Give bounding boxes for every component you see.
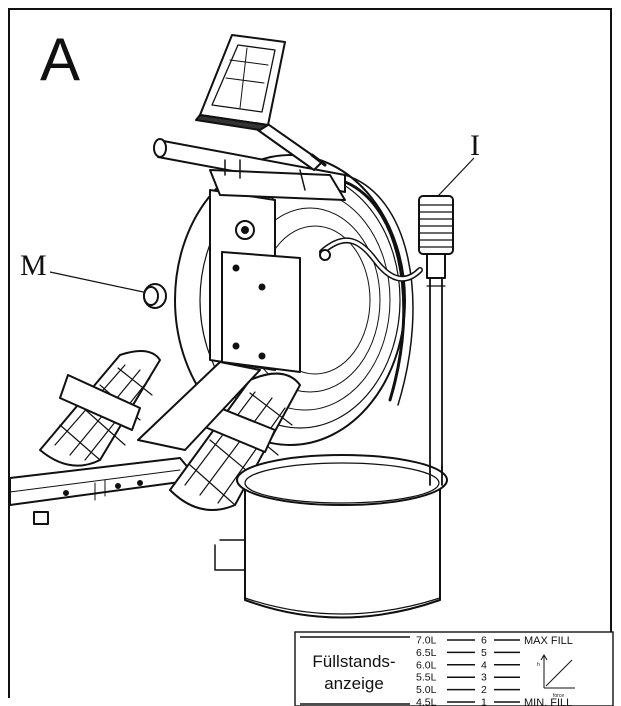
right-foot-plate [137,361,301,511]
figure-frame [8,8,612,698]
callout-m-leader [49,271,149,294]
fill-level-tag: MAX FILL [524,635,573,647]
fill-level-mark: 3 [481,672,487,684]
fill-level-mark: 6 [481,635,487,647]
mini-graph-y-label: h [537,662,540,668]
fill-level-volume: 5.0L [416,684,437,696]
fill-pump [418,195,454,471]
fill-indicator-title-line2: anzeige [324,674,384,693]
mini-graph-icon [540,654,575,689]
fill-level-legend: Füllstands- anzeige 7.0L 6 MAX FILL 6.5L 5 6.… [294,631,614,706]
fill-level-volume: 6.5L [416,647,437,659]
fill-level-mark: 2 [481,684,487,696]
callout-i-leader [437,157,475,197]
fill-level-volume: 5.5L [416,672,437,684]
handle-bar [153,138,346,201]
fill-level-mark: 5 [481,647,487,659]
fill-level-volume: 4.5L [416,697,437,706]
fill-level-rows: 7.0L 6 MAX FILL 6.5L 5 6.0L 4 5.5L 3 5.0L 2 4.5L 1 MI… [416,635,573,706]
mini-graph-x-label: force [553,693,564,699]
panel-letter: A [40,26,80,93]
fill-level-volume: 7.0L [416,635,437,647]
fill-level-volume: 6.0L [416,659,437,671]
fill-indicator-title-line1: Füllstands- [312,652,395,671]
adjustment-knob [143,283,167,309]
callout-i: I [470,129,480,162]
fill-level-mark: 1 [481,697,487,706]
monitor [195,34,327,171]
water-bucket [214,454,448,619]
left-foot-plate [39,350,161,467]
callout-m: M [20,249,47,282]
fill-level-mark: 4 [481,659,487,671]
rail [9,457,191,525]
siphon-hose [319,237,423,282]
frame-post [209,189,301,373]
fill-level-tag: MIN. FILL [524,697,572,706]
